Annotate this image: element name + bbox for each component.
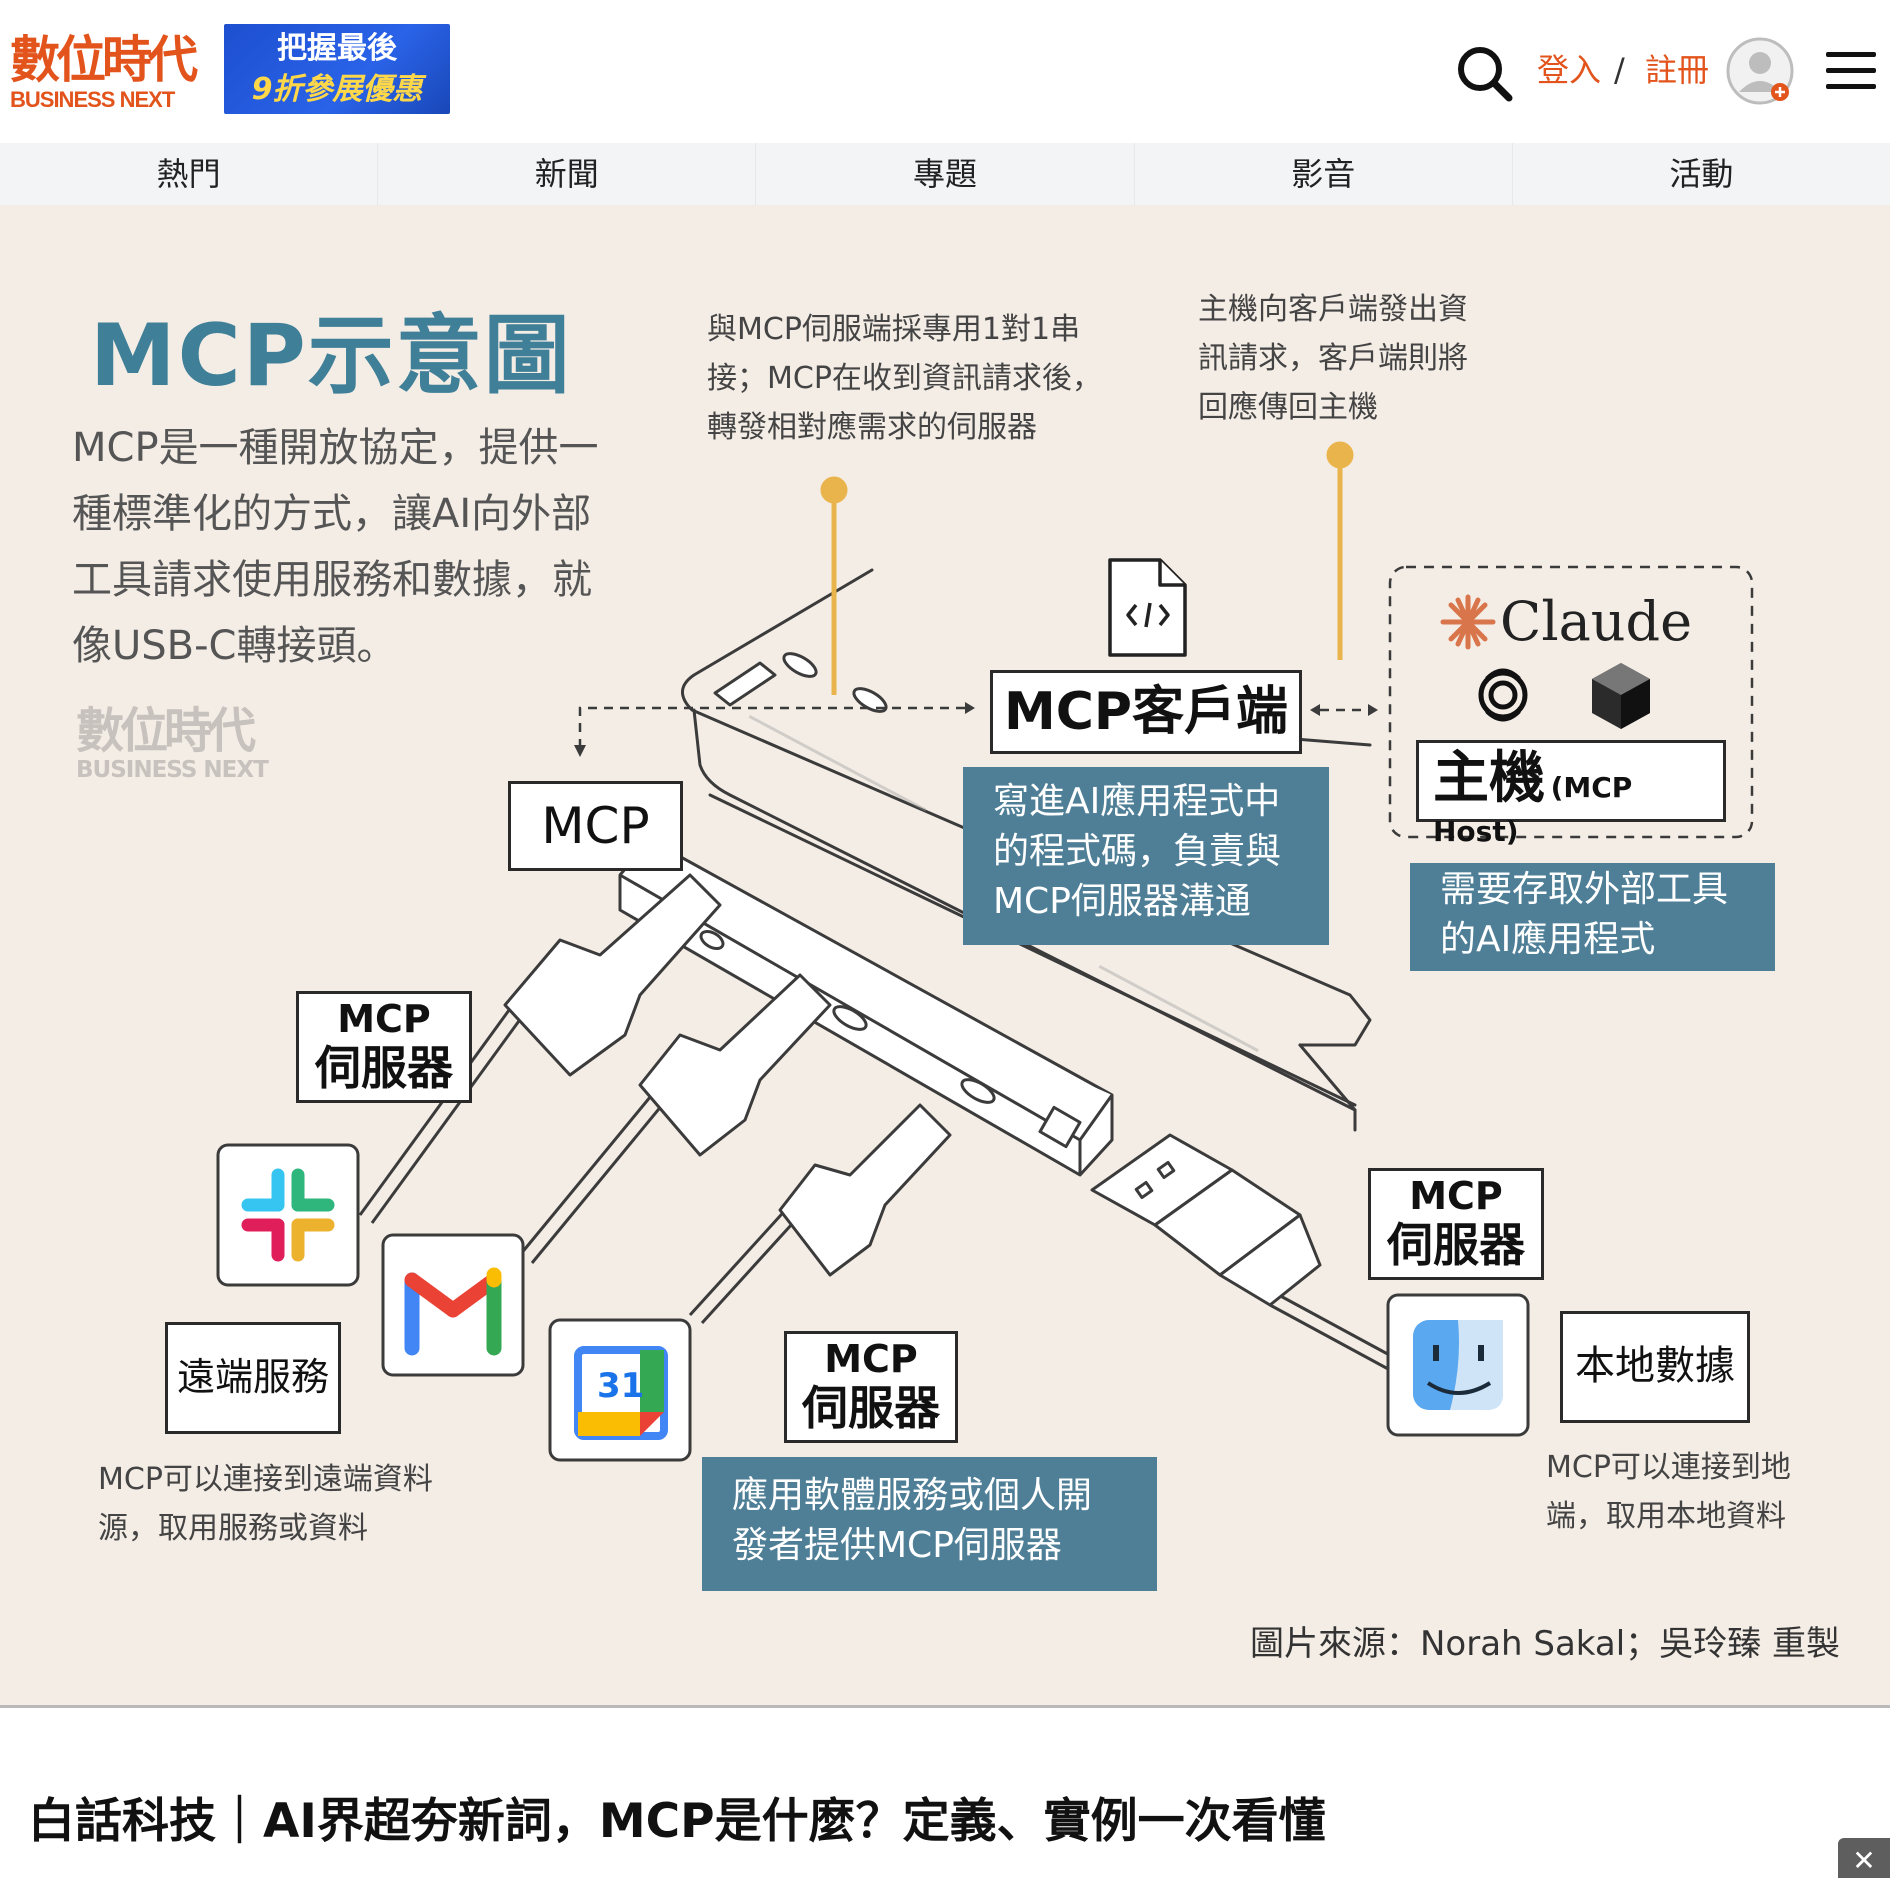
nav-hot[interactable]: 熱門 (0, 143, 379, 205)
login-register-separator: / (1614, 51, 1625, 89)
claude-wordmark: Claude (1500, 590, 1693, 653)
server-description: 應用軟體服務或個人開發者提供MCP伺服器 (702, 1457, 1157, 1591)
server-label-bottom: 伺服器 (802, 1381, 940, 1435)
diagram-lines (216, 441, 1754, 1462)
note-serial-connection: 與MCP伺服端採專用1對1串接；MCP在收到資訊請求後，轉發相對應需求的伺服器 (707, 312, 1102, 445)
nav-topics[interactable]: 專題 (756, 143, 1135, 205)
mcp-server-box-right: MCP 伺服器 (1368, 1168, 1544, 1280)
watermark-logo: 數位時代 BUSINESS NEXT (76, 703, 269, 783)
server-label-top: MCP (824, 1337, 918, 1381)
remote-description: MCP可以連接到遠端資料源，取用服務或資料 (98, 1462, 433, 1546)
nav-video[interactable]: 影音 (1135, 143, 1513, 205)
main-nav: 熱門 新聞 專題 影音 活動 (0, 143, 1890, 205)
server-label-top: MCP (337, 997, 431, 1041)
mcp-infographic: MCP示意圖 MCP是一種開放協定，提供一種標準化的方式，讓AI向外部工具請求使… (0, 205, 1890, 1705)
cube-icon (1592, 663, 1650, 729)
code-file-icon (1108, 558, 1187, 657)
figure-separator (0, 1705, 1890, 1708)
promo-line-1: 把握最後 (277, 31, 397, 66)
gmail-icon (404, 1267, 502, 1356)
host-description: 需要存取外部工具的AI應用程式 (1410, 863, 1775, 971)
login-link[interactable]: 登入 (1537, 51, 1602, 89)
client-description: 寫進AI應用程式中的程式碼，負責與MCP伺服器溝通 (963, 767, 1329, 945)
article-headline: 白話科技｜AI界超夯新詞，MCP是什麼？定義、實例一次看懂 (28, 1794, 1326, 1849)
openai-icon (1478, 668, 1528, 722)
server-label-top: MCP (1409, 1174, 1503, 1218)
figure-description: MCP是一種開放協定，提供一種標準化的方式，讓AI向外部工具請求使用服務和數據，… (72, 425, 599, 669)
nav-news[interactable]: 新聞 (378, 143, 757, 205)
mcp-client-box: MCP客戶端 (990, 670, 1302, 754)
finder-icon (1413, 1320, 1503, 1410)
watermark-english: BUSINESS NEXT (76, 757, 269, 783)
mcp-server-box-left: MCP 伺服器 (296, 991, 472, 1103)
search-icon[interactable] (1455, 44, 1513, 102)
close-icon[interactable]: ✕ (1838, 1838, 1890, 1878)
watermark-chinese: 數位時代 (76, 703, 256, 759)
calendar-icon (574, 1346, 668, 1440)
server-label-bottom: 伺服器 (1387, 1218, 1525, 1272)
figure-title: MCP示意圖 (90, 306, 572, 406)
host-label: 主機 (1433, 746, 1545, 811)
remote-service-box: 遠端服務 (165, 1322, 341, 1434)
register-link[interactable]: 註冊 (1645, 51, 1710, 89)
promo-line-2: 9折參展優惠 (251, 72, 423, 107)
host-sublabel: (MCP Host) (1433, 771, 1633, 848)
avatar-icon[interactable] (1725, 36, 1795, 106)
logo-english: BUSINESS NEXT (10, 87, 175, 112)
calendar-day: 31 (597, 1366, 645, 1406)
claude-icon (1440, 594, 1496, 650)
slack-icon (241, 1168, 335, 1262)
promo-banner[interactable]: 把握最後 9折參展優惠 (224, 24, 450, 114)
image-credit: 圖片來源：Norah Sakal；吳玲臻 重製 (1249, 1624, 1840, 1664)
mcp-hub-label: MCP (508, 781, 683, 871)
nav-events[interactable]: 活動 (1669, 155, 1734, 193)
note-host-request: 主機向客戶端發出資訊請求，客戶端則將回應傳回主機 (1198, 292, 1468, 425)
mcp-host-box: 主機 (MCP Host) (1416, 740, 1726, 848)
logo-chinese: 數位時代 (10, 31, 198, 89)
server-label-bottom: 伺服器 (315, 1041, 453, 1095)
menu-icon[interactable] (1826, 48, 1876, 92)
local-data-box: 本地數據 (1560, 1311, 1750, 1423)
site-header: 數位時代 BUSINESS NEXT 把握最後 9折參展優惠 登入 / 註冊 (0, 0, 1890, 143)
mcp-server-box-center: MCP 伺服器 (784, 1331, 958, 1443)
site-logo[interactable]: 數位時代 BUSINESS NEXT (10, 32, 200, 112)
local-description: MCP可以連接到地端，取用本地資料 (1546, 1450, 1791, 1534)
